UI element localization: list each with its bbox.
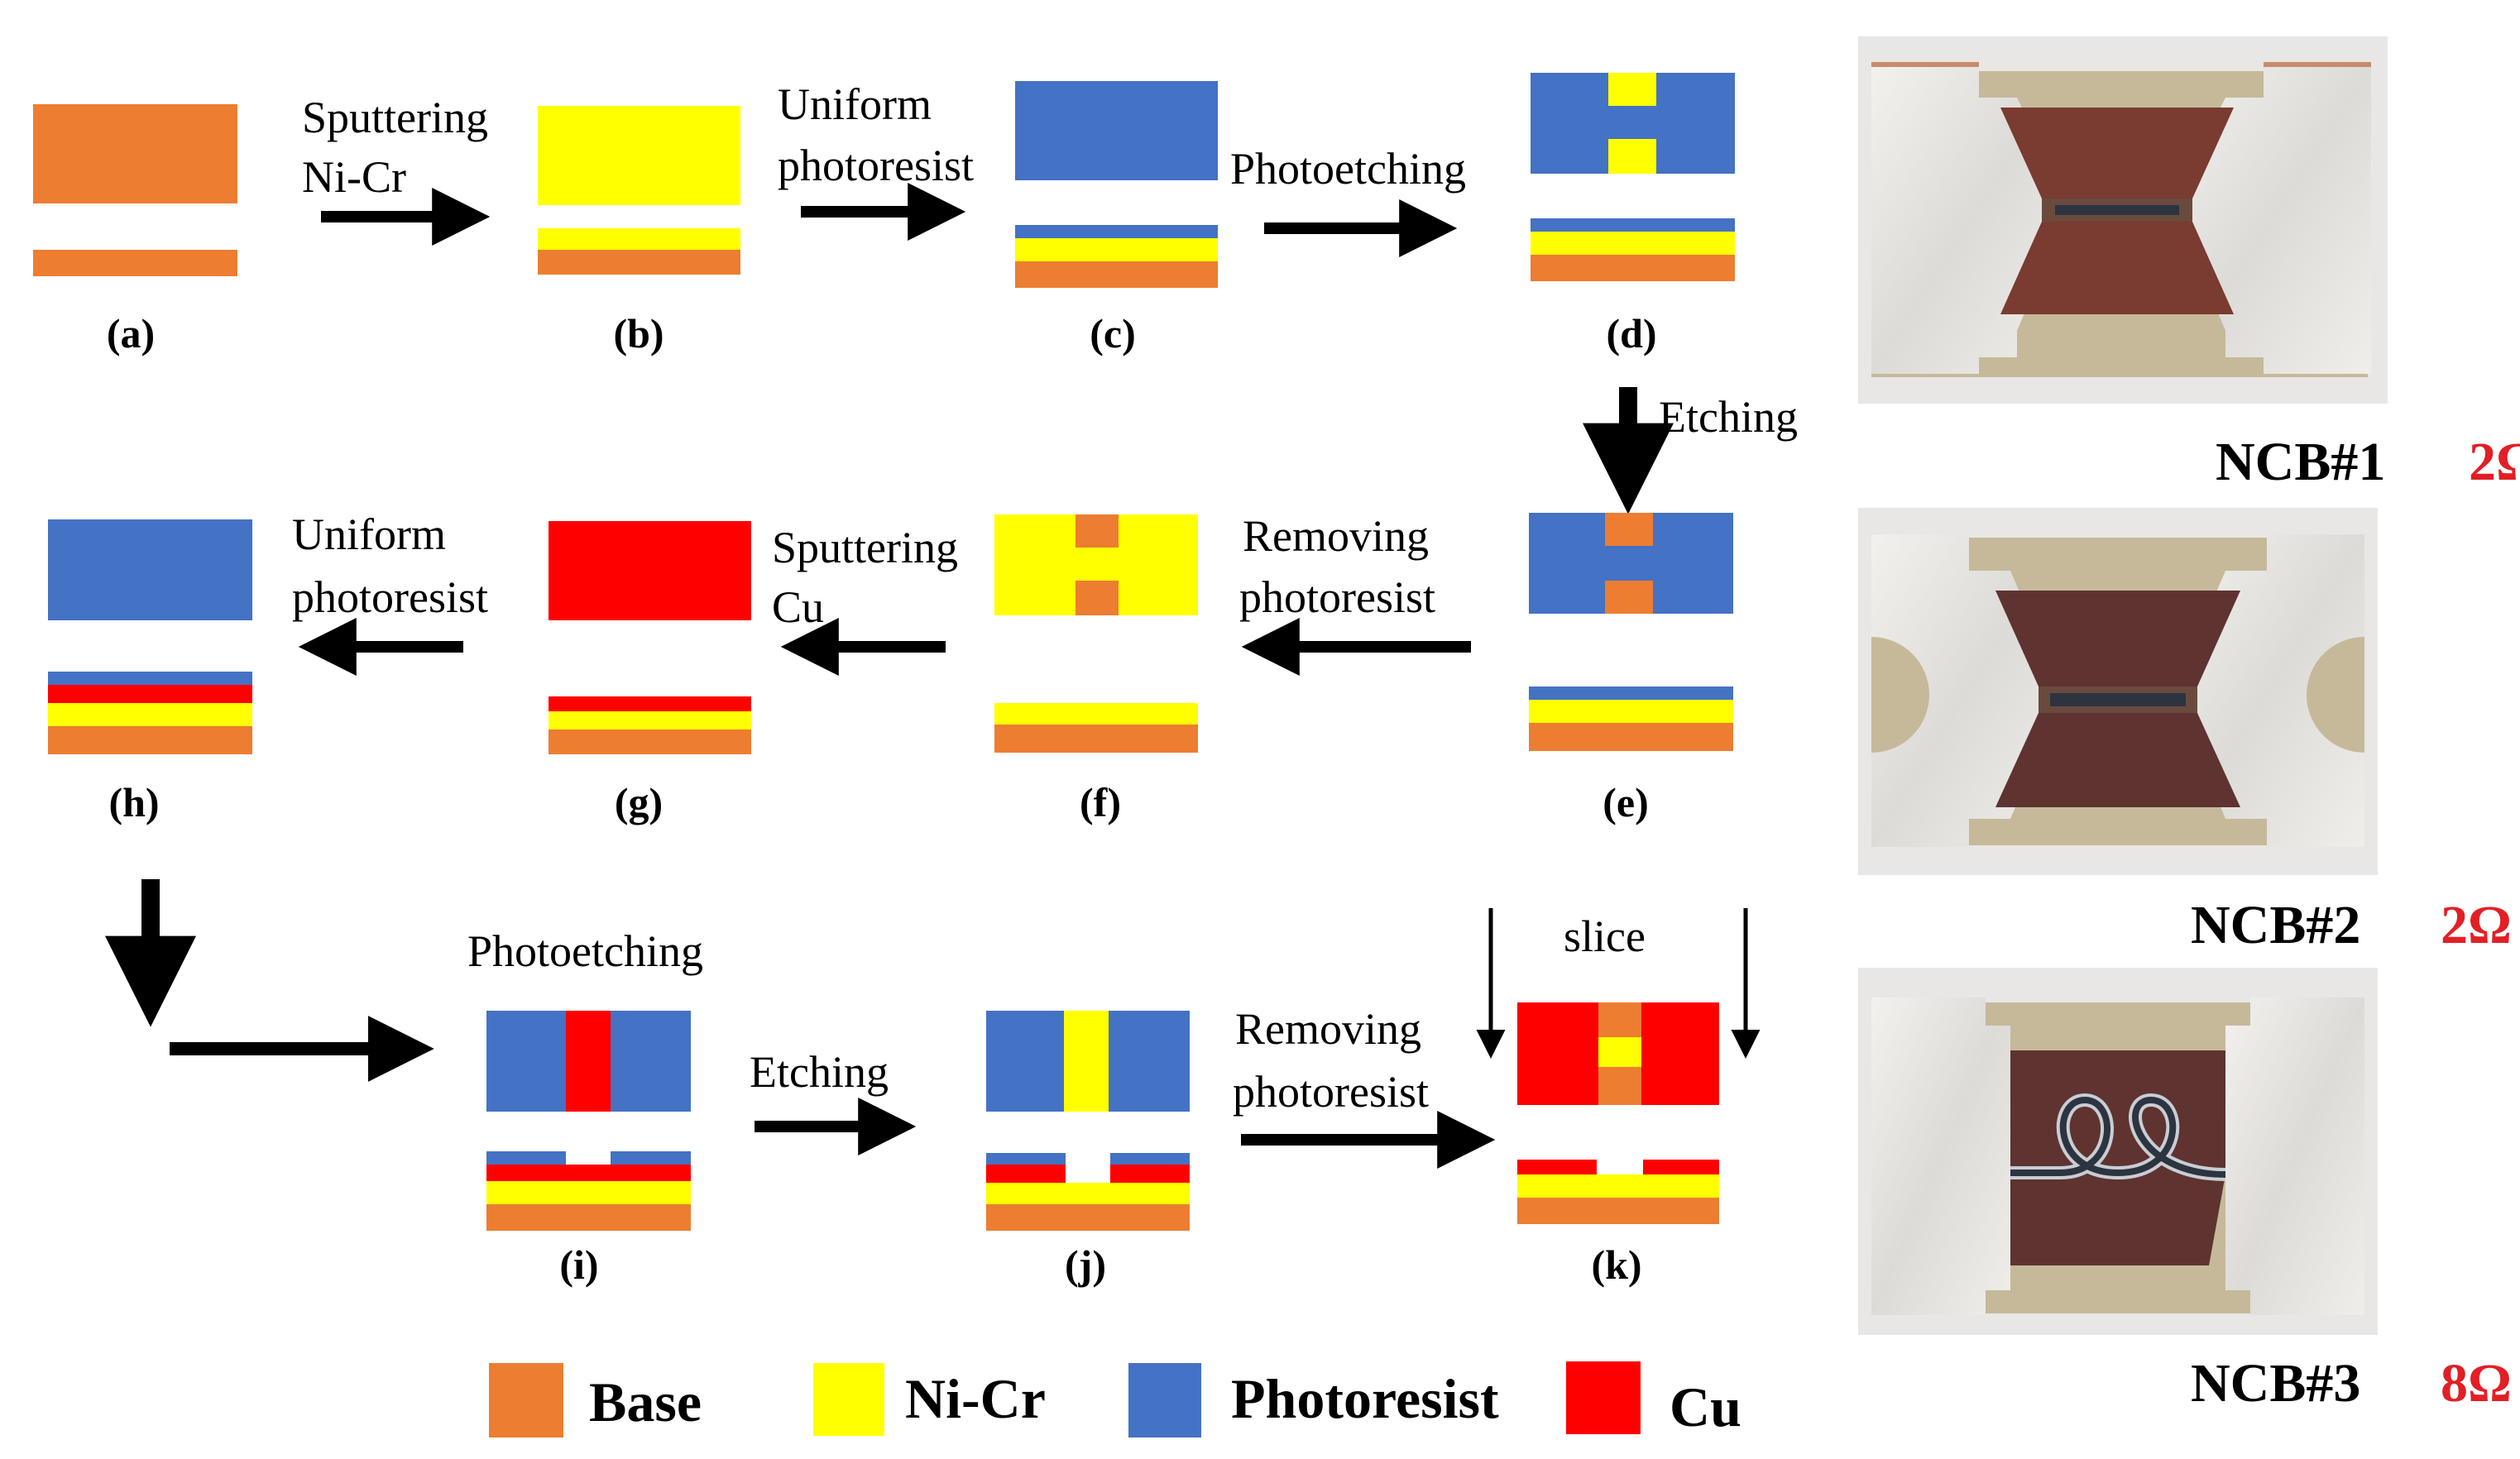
legend-swatch-base — [489, 1363, 563, 1437]
panel-b — [538, 106, 740, 275]
step-label-removing-photoresist-1: Removing — [1243, 511, 1429, 561]
step-label-sputtering-cu-2: Cu — [772, 582, 824, 632]
step-label-removing-photoresist-4: photoresist — [1233, 1067, 1429, 1117]
step-label-etching-1: Etching — [1659, 392, 1798, 442]
panel-a — [33, 104, 237, 276]
photo-ncb1 — [1858, 36, 2388, 404]
legend-swatch-nicr — [813, 1363, 884, 1436]
panel-i — [486, 1011, 691, 1231]
ncb1-id: NCB#1 — [2216, 432, 2385, 492]
step-label-uniform-photoresist-4: photoresist — [292, 572, 488, 622]
legend-label-nicr: Ni-Cr — [905, 1367, 1046, 1430]
step-label-sputtering-cu-1: Sputtering — [772, 523, 958, 572]
step-label-photoetching-1: Photoetching — [1230, 144, 1466, 194]
panel-label-f: (f) — [1080, 779, 1121, 825]
legend-label-photoresist: Photoresist — [1231, 1367, 1499, 1430]
legend-swatch-cu — [1566, 1361, 1641, 1434]
panel-label-e: (e) — [1603, 779, 1649, 825]
panel-e — [1529, 513, 1733, 751]
photo-ncb3 — [1858, 968, 2378, 1335]
panel-d — [1531, 73, 1735, 281]
panel-label-b: (b) — [613, 310, 664, 356]
panel-label-j: (j) — [1065, 1241, 1106, 1288]
legend: Base Ni-Cr Photoresist Cu — [489, 1361, 1741, 1438]
panel-k — [1517, 1002, 1719, 1224]
panel-c — [1015, 81, 1218, 288]
ncb1-resistance: 2Ω — [2469, 432, 2520, 492]
step-label-uniform-photoresist-3: Uniform — [292, 509, 446, 559]
step-label-removing-photoresist-3: Removing — [1235, 1004, 1421, 1054]
step-label-sputtering-nicr-1: Sputtering — [302, 93, 488, 142]
panel-label-g: (g) — [615, 779, 663, 825]
panel-label-a: (a) — [107, 310, 155, 356]
panel-h — [48, 519, 252, 754]
panel-j — [986, 1011, 1190, 1231]
step-label-slice: slice — [1564, 911, 1646, 961]
legend-label-cu: Cu — [1670, 1375, 1741, 1438]
panel-label-h: (h) — [108, 779, 159, 825]
legend-swatch-photoresist — [1128, 1363, 1201, 1437]
step-label-uniform-photoresist-2: photoresist — [778, 141, 974, 190]
panel-label-i: (i) — [559, 1241, 598, 1288]
panel-label-k: (k) — [1591, 1241, 1641, 1288]
ncb2-id: NCB#2 — [2191, 895, 2360, 955]
ncb3-resistance: 8Ω — [2441, 1353, 2512, 1414]
step-label-sputtering-nicr-2: Ni-Cr — [302, 152, 406, 202]
panel-f — [994, 514, 1198, 753]
step-label-etching-2: Etching — [750, 1047, 889, 1097]
panel-label-d: (d) — [1606, 310, 1656, 356]
ncb2-resistance: 2Ω — [2441, 895, 2512, 955]
step-label-uniform-photoresist-1: Uniform — [778, 79, 932, 129]
legend-label-base: Base — [589, 1371, 702, 1433]
panel-g — [549, 521, 751, 754]
photo-ncb2 — [1858, 508, 2378, 875]
step-label-photoetching-2: Photoetching — [467, 926, 703, 976]
ncb3-id: NCB#3 — [2191, 1353, 2360, 1414]
step-label-removing-photoresist-2: photoresist — [1239, 572, 1435, 622]
panel-label-c: (c) — [1090, 310, 1136, 356]
